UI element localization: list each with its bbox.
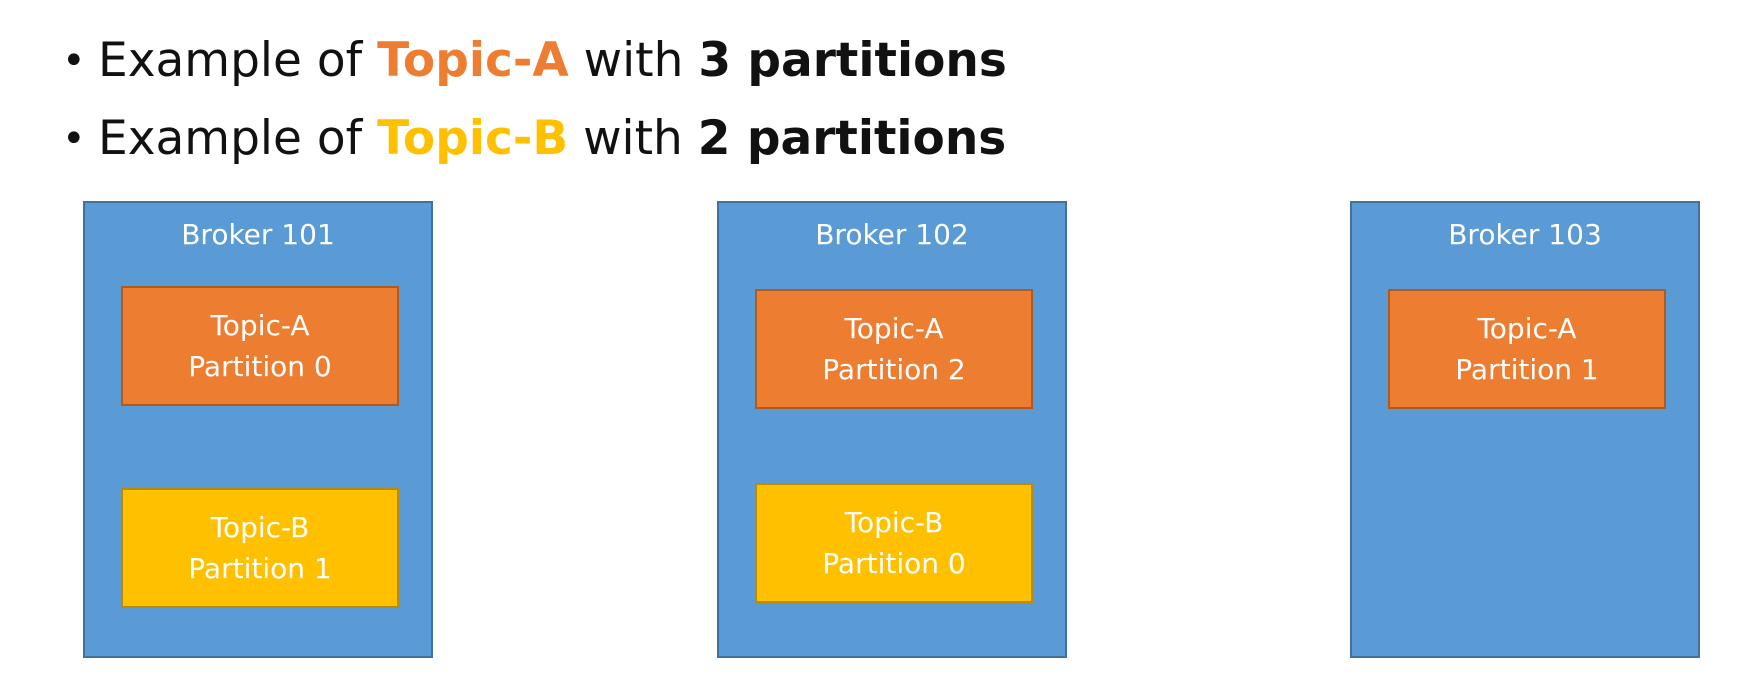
bullet-topic-a: • Example of Topic-A with 3 partitions [62, 22, 1007, 100]
topic-a-name: Topic-A [377, 33, 569, 88]
broker-title: Broker 103 [1448, 218, 1602, 251]
bullet-prefix: Example of [98, 111, 378, 166]
bullet-list: • Example of Topic-A with 3 partitions •… [62, 22, 1007, 178]
partition-topic: Topic-A [844, 312, 944, 345]
broker-101: Broker 101 Topic-A Partition 0 Topic-B P… [83, 201, 433, 658]
broker-102: Broker 102 Topic-A Partition 2 Topic-B P… [717, 201, 1067, 658]
partition-count: 2 partitions [697, 111, 1007, 166]
partition-topic: Topic-B [210, 511, 310, 544]
partition-topic-b-0: Topic-B Partition 0 [755, 483, 1033, 603]
topic-b-name: Topic-B [377, 111, 569, 166]
bullet-dot-icon: • [62, 38, 86, 84]
broker-title: Broker 101 [181, 218, 335, 251]
partition-topic-a-2: Topic-A Partition 2 [755, 289, 1033, 409]
partition-topic: Topic-B [844, 506, 944, 539]
partition-label: Partition 0 [188, 350, 332, 383]
broker-title: Broker 102 [815, 218, 969, 251]
broker-103: Broker 103 Topic-A Partition 1 [1350, 201, 1700, 658]
bullet-topic-b: • Example of Topic-B with 2 partitions [62, 100, 1007, 178]
bullet-dot-icon: • [62, 116, 86, 162]
partition-label: Partition 1 [188, 552, 332, 585]
partition-topic: Topic-A [1477, 312, 1577, 345]
partition-count: 3 partitions [698, 33, 1007, 88]
partition-topic-a-0: Topic-A Partition 0 [121, 286, 399, 406]
partition-topic: Topic-A [210, 309, 310, 342]
partition-label: Partition 1 [1455, 353, 1599, 386]
bullet-middle: with [568, 111, 698, 166]
bullet-prefix: Example of [98, 33, 378, 88]
partition-label: Partition 0 [822, 547, 966, 580]
partition-topic-a-1: Topic-A Partition 1 [1388, 289, 1666, 409]
partition-topic-b-1: Topic-B Partition 1 [121, 488, 399, 608]
bullet-middle: with [568, 33, 699, 88]
partition-label: Partition 2 [822, 353, 966, 386]
